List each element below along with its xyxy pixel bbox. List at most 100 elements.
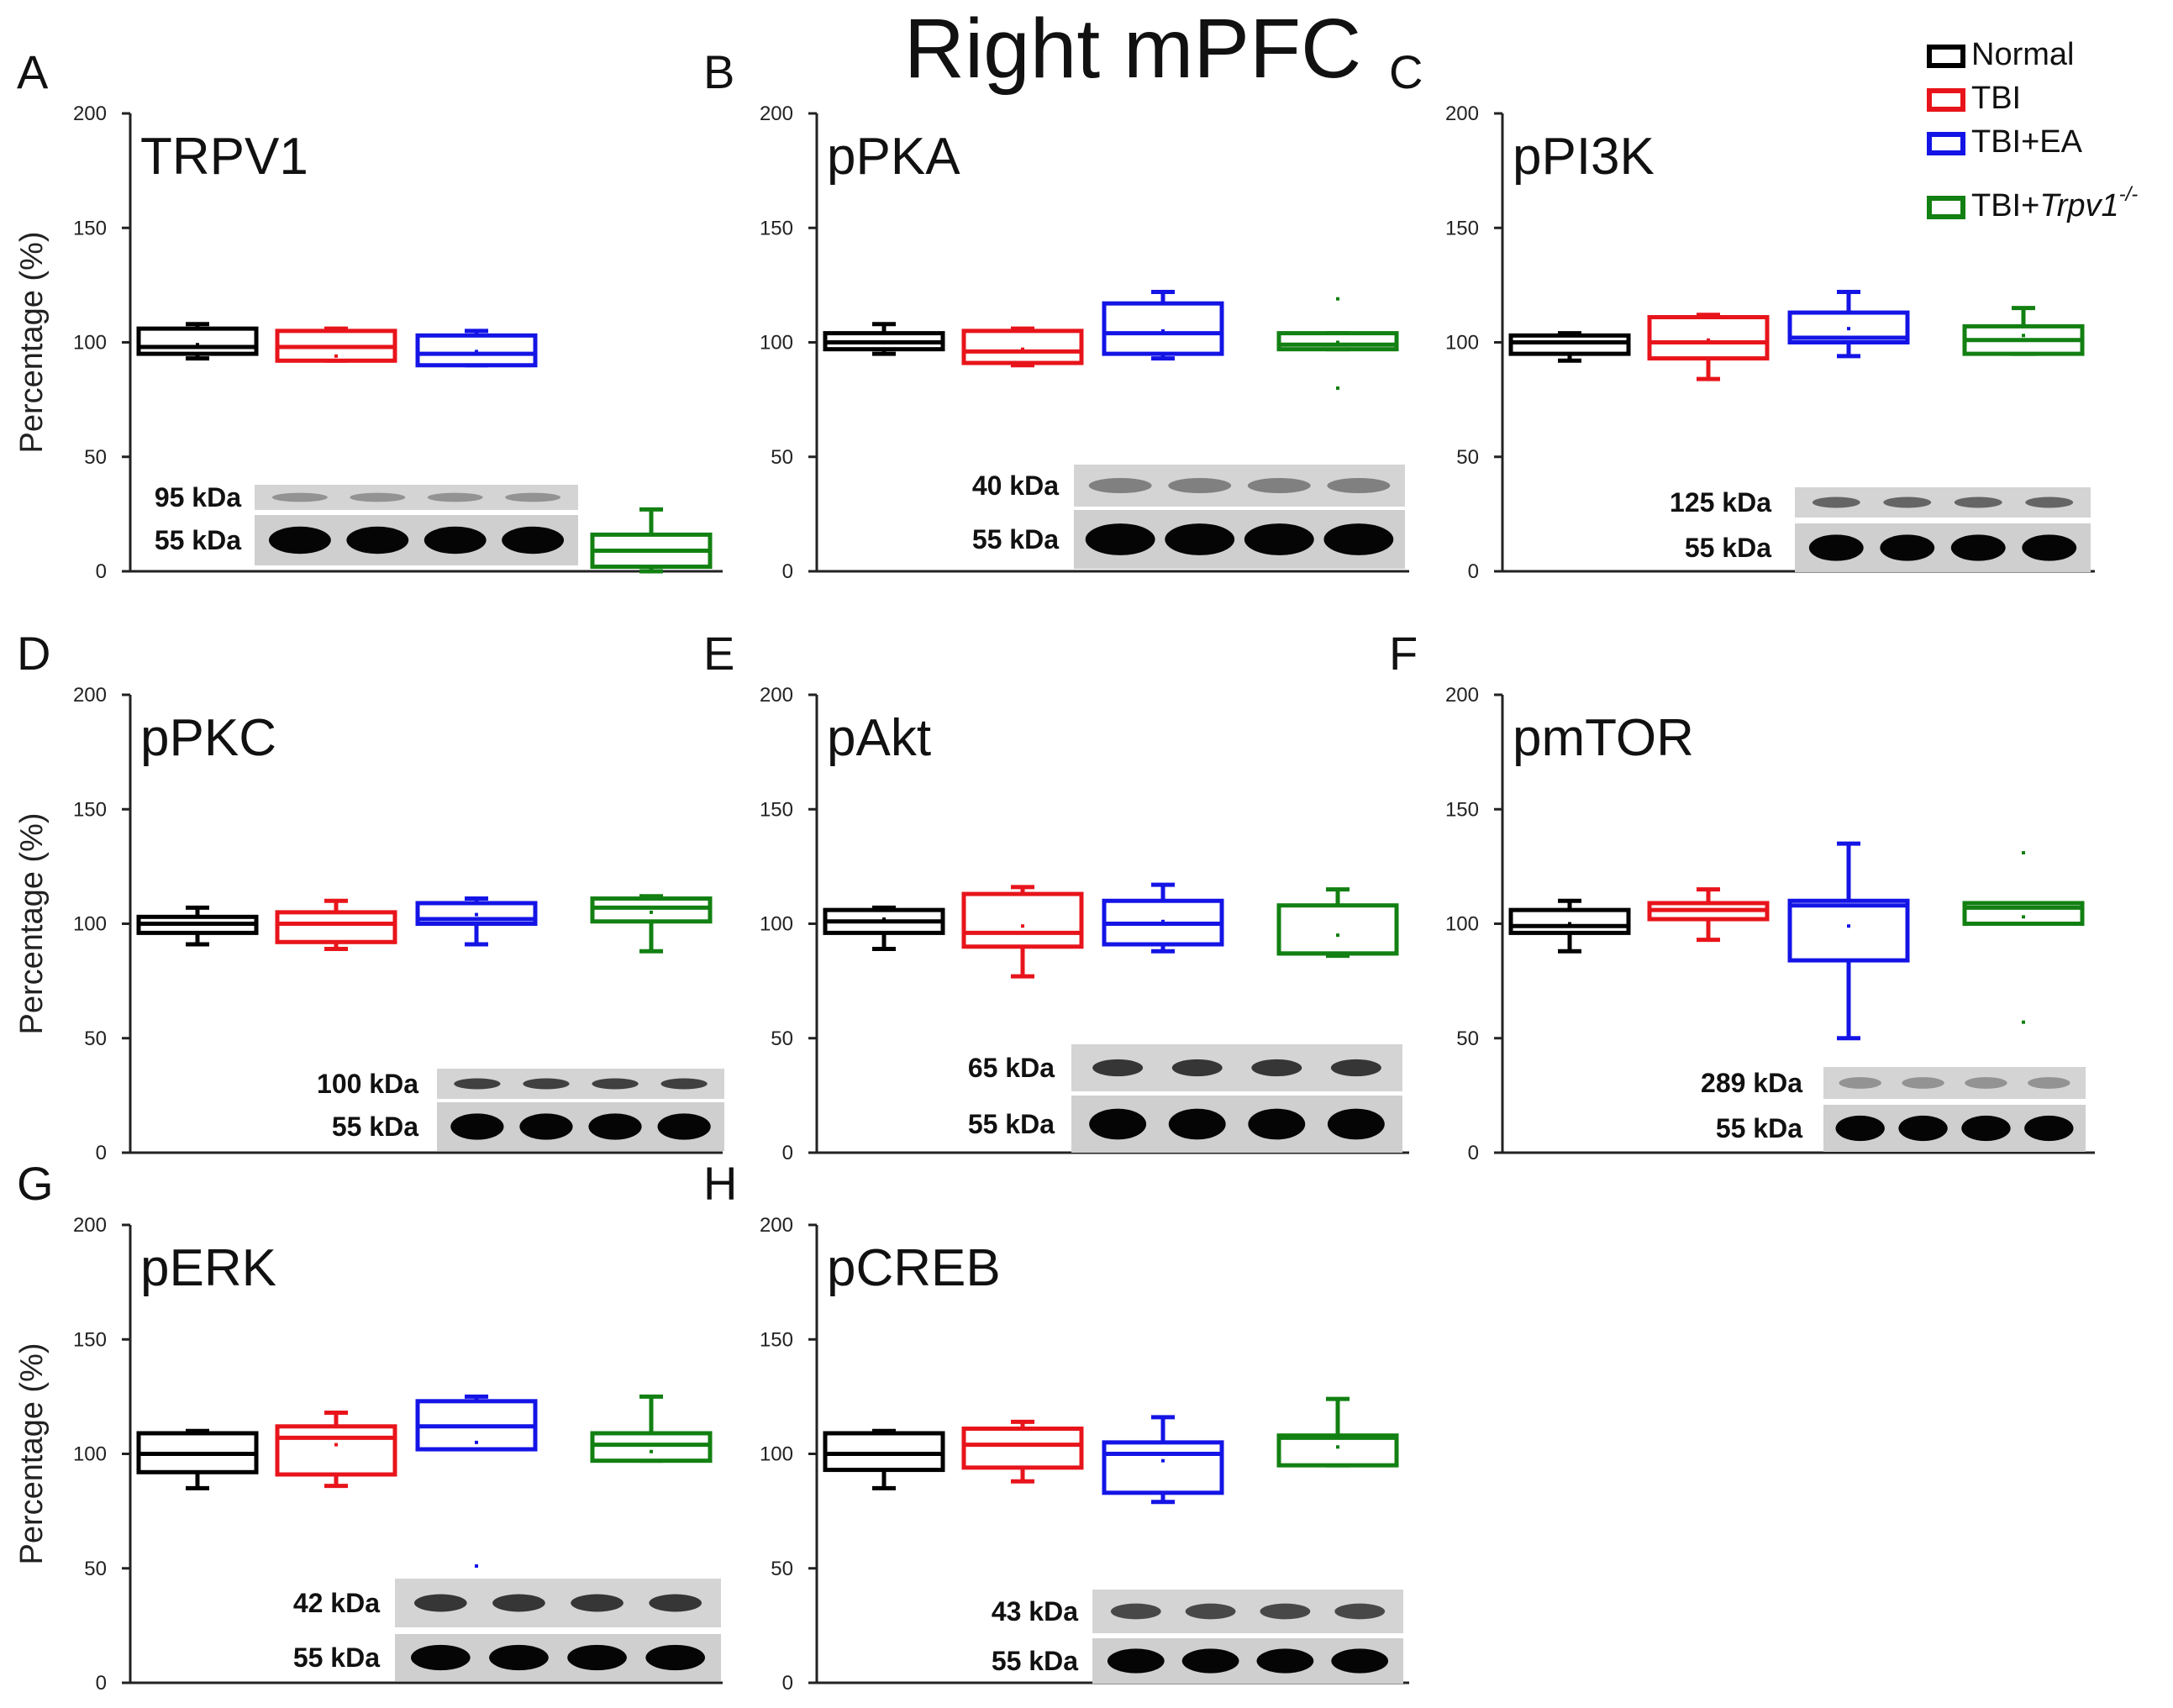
blot-band: [1954, 497, 2002, 508]
box-tbi: [961, 326, 1084, 368]
blot-strip-top: [1823, 1067, 2086, 1099]
legend-label: TBI: [1971, 81, 2021, 116]
blot-band: [1883, 497, 1932, 508]
mean-marker: [475, 912, 478, 917]
blot-band: [1247, 478, 1311, 493]
western-blot-image: [437, 1069, 724, 1151]
blot-kda-label: 55 kDa: [968, 1109, 1055, 1139]
blot-band: [1331, 1648, 1389, 1674]
western-blot-image: [395, 1579, 721, 1681]
box-tbi: [961, 885, 1084, 979]
y-tick-label: 50: [84, 446, 107, 469]
blot-band: [2028, 1077, 2070, 1089]
blot-band: [1839, 1077, 1881, 1089]
mean-marker: [334, 1443, 338, 1447]
blot-band: [1181, 1648, 1239, 1674]
y-tick-label: 200: [760, 1214, 793, 1237]
y-tick-label: 100: [73, 913, 107, 936]
mean-marker: [475, 1440, 478, 1444]
box-iqr: [1102, 1440, 1224, 1495]
mean-marker: [1707, 908, 1710, 912]
blot-band: [1898, 1115, 1948, 1142]
blot-band: [567, 1644, 627, 1671]
y-tick-label: 50: [771, 1558, 793, 1580]
mean-marker: [1161, 919, 1165, 923]
blot-kda-label: 55 kDa: [972, 524, 1059, 554]
blot-band: [1260, 1603, 1311, 1620]
box-normal: [823, 905, 945, 951]
mean-marker: [650, 549, 653, 553]
box-normal: [823, 1428, 945, 1490]
blot-band: [1880, 534, 1935, 561]
y-axis-label: Percentage (%): [14, 231, 50, 453]
y-tick-label: 50: [771, 1027, 793, 1050]
blot-band: [410, 1644, 471, 1671]
blot-band: [350, 492, 406, 502]
blot-band: [1323, 523, 1394, 555]
blot-kda-label: 55 kDa: [332, 1112, 418, 1142]
panel-title: TRPV1: [140, 128, 308, 186]
blot-band: [268, 526, 331, 554]
western-blot-image: [1823, 1067, 2086, 1152]
box-iqr: [1508, 333, 1631, 356]
y-tick-label: 50: [771, 446, 793, 469]
western-blot-image: [1074, 465, 1405, 569]
box-iqr: [961, 891, 1084, 949]
panel-letter: A: [17, 45, 49, 98]
outlier-point: [475, 1564, 478, 1569]
blot-band: [489, 1644, 549, 1671]
blot-kda-label: 289 kDa: [1701, 1068, 1802, 1098]
box-iqr: [1102, 301, 1224, 356]
blot-band: [571, 1594, 623, 1612]
box-tbi-trpv1-: [590, 507, 713, 574]
y-tick-label: 200: [760, 102, 793, 125]
blot-band: [1085, 523, 1155, 555]
panel-letter: D: [17, 627, 50, 680]
box-tbi-trpv1-: [590, 894, 713, 954]
panel-letter: C: [1389, 45, 1423, 98]
panel-title: pmTOR: [1513, 709, 1694, 767]
box-tbi-ea: [415, 896, 538, 947]
blot-band: [1327, 478, 1391, 493]
figure-title: Right mPFC: [904, 2, 1362, 96]
blot-band: [454, 1078, 501, 1090]
box-tbi-trpv1-: [1276, 1396, 1399, 1468]
blot-band: [1171, 1059, 1223, 1077]
box-iqr: [1276, 903, 1399, 956]
blot-band: [1965, 1077, 2007, 1089]
mean-marker: [1336, 933, 1339, 938]
blot-band: [1244, 523, 1314, 555]
blot-band: [1256, 1648, 1314, 1674]
legend-item: TBI+Trpv1-/-: [1927, 183, 2138, 223]
legend-item: TBI+EA: [1927, 124, 2083, 160]
blot-band: [1808, 534, 1864, 561]
blot-kda-label: 55 kDa: [1716, 1113, 1802, 1143]
western-blot-image: [1795, 487, 2091, 572]
box-tbi-ea: [1102, 290, 1224, 361]
panel-title: pCREB: [827, 1239, 1001, 1297]
blot-band: [1327, 1108, 1385, 1140]
panel-letter: E: [703, 627, 734, 680]
box-tbi: [275, 1410, 397, 1489]
blot-band: [1961, 1115, 2011, 1142]
box-tbi-ea: [415, 1394, 538, 1569]
y-tick-label: 200: [73, 684, 107, 707]
box-normal: [136, 1428, 259, 1490]
box-normal: [1508, 331, 1631, 363]
y-tick-label: 150: [1445, 217, 1479, 239]
panel-letter: B: [703, 45, 734, 98]
box-iqr: [590, 1431, 713, 1464]
blot-band: [1950, 534, 2006, 561]
mean-marker: [1336, 340, 1339, 344]
legend-swatch: [1927, 45, 1965, 68]
blot-band: [660, 1078, 708, 1090]
blot-band: [1902, 1077, 1944, 1089]
blot-strip-top: [255, 485, 578, 510]
